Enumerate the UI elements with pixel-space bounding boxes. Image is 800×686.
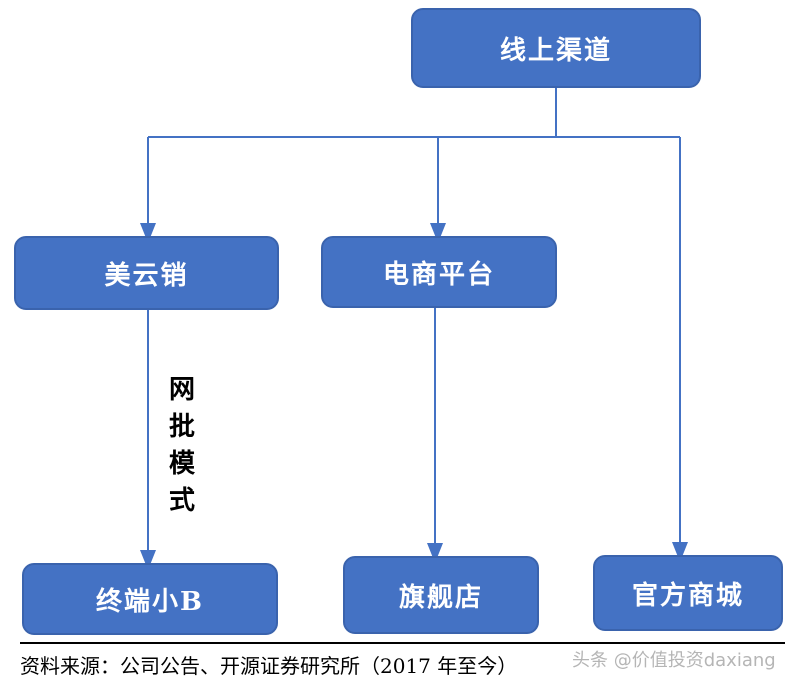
edge-label-char: 网	[168, 375, 195, 405]
wholesale-mode-label: 网 批 模 式	[164, 372, 200, 520]
watermark: 头条 @价值投资daxiang	[572, 650, 776, 671]
flagship-box: 旗舰店	[343, 556, 539, 634]
ecommerce-box: 电商平台	[321, 236, 557, 308]
ecommerce-label: 电商平台	[382, 259, 495, 290]
source-divider	[20, 642, 785, 644]
edge-label-char: 批	[168, 412, 195, 442]
official-mall-label: 官方商城	[631, 580, 744, 611]
meiyunxiao-label: 美云销	[104, 260, 189, 291]
online-channel-box: 线上渠道	[411, 8, 701, 88]
flagship-label: 旗舰店	[398, 582, 483, 613]
small-b-label: 终端小B	[96, 586, 204, 617]
meiyunxiao-box: 美云销	[14, 236, 279, 310]
online-channel-label: 线上渠道	[499, 35, 612, 66]
source-note: 资料来源：公司公告、开源证券研究所（2017 年至今）	[20, 654, 518, 678]
edge-label-char: 式	[168, 486, 195, 516]
edge-label-char: 模	[168, 449, 195, 479]
official-mall-box: 官方商城	[593, 555, 783, 631]
small-b-box: 终端小B	[22, 563, 278, 635]
